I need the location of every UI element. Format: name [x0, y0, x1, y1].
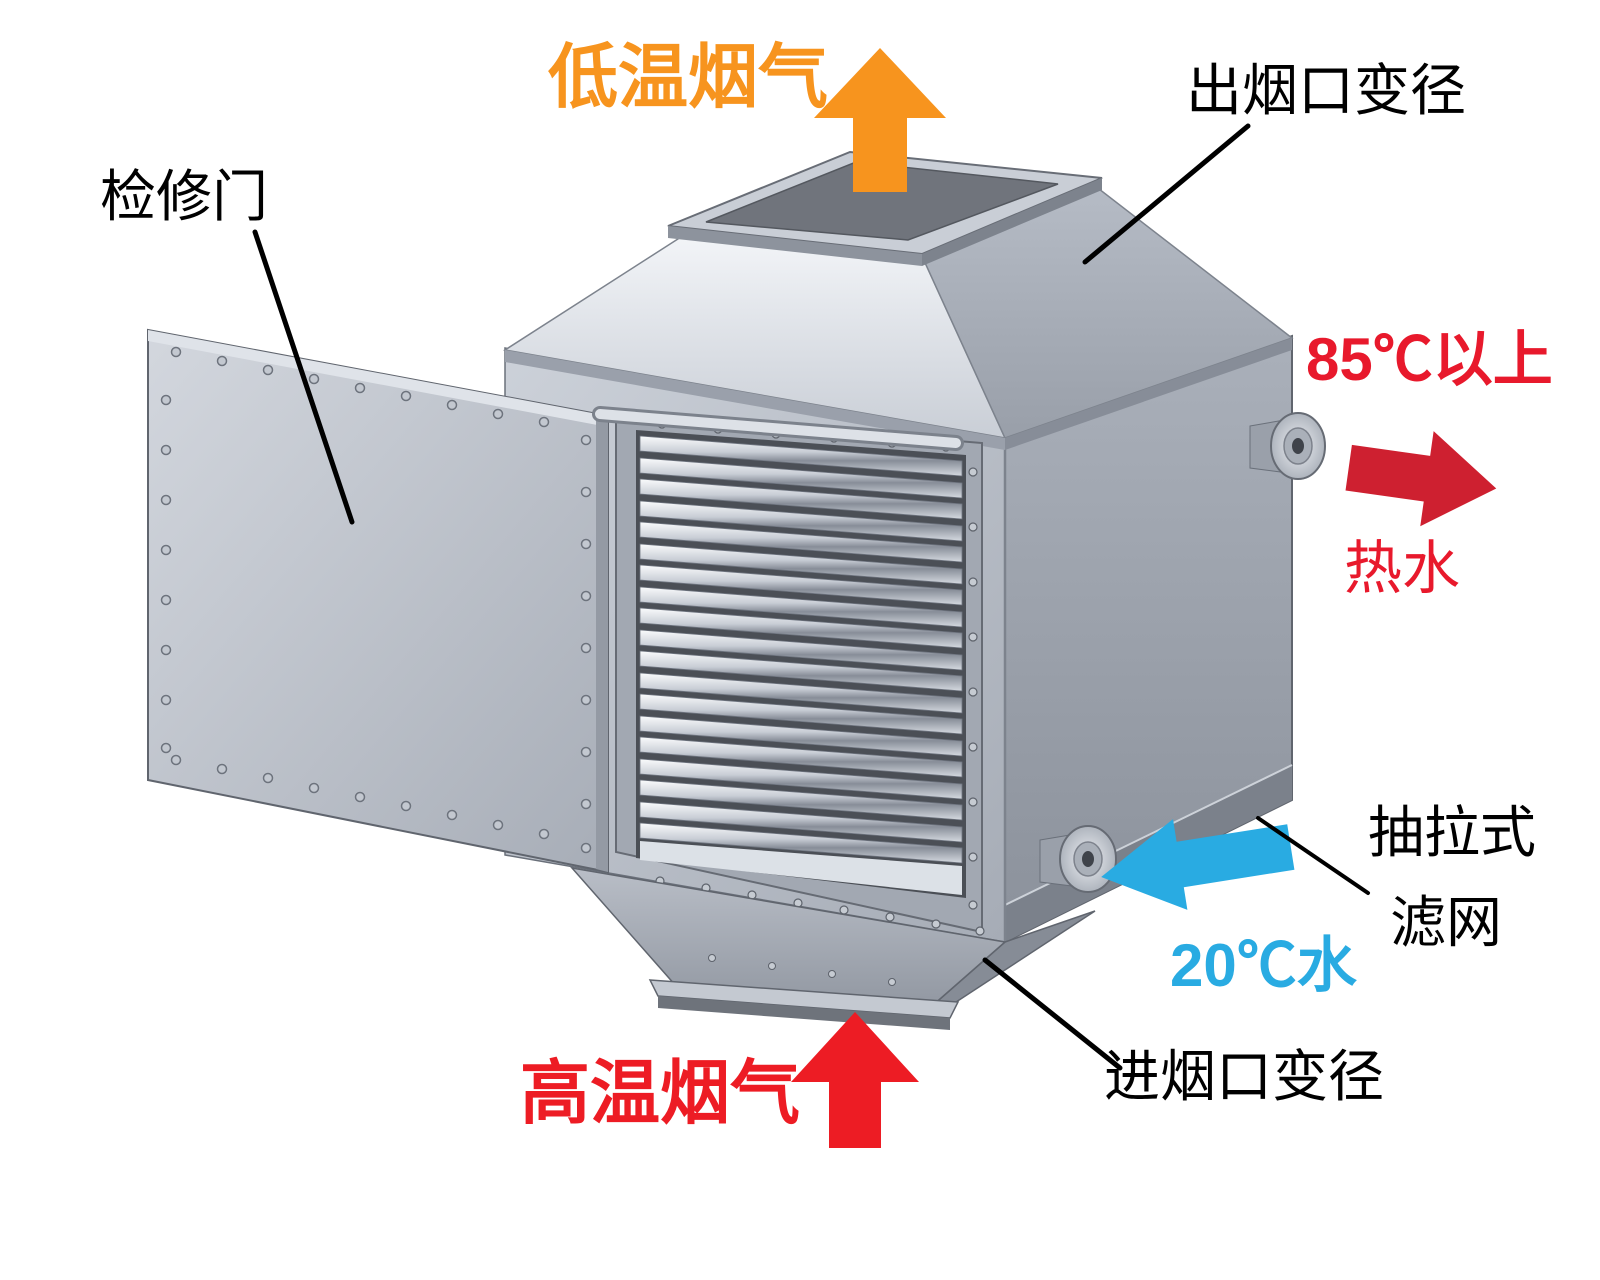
- label-high-temp-flue-gas: 高温烟气: [520, 1054, 800, 1132]
- hopper-flange-edge: [658, 996, 950, 1030]
- lower-baffle-sheet: [640, 841, 962, 895]
- cold-water-port: [1039, 825, 1117, 893]
- label-hot-water: 热水: [1344, 536, 1461, 601]
- label-inspection-door: 检修门: [100, 167, 268, 229]
- outlet-flange-edge-right: [922, 178, 1102, 266]
- hopper-bolts: [708, 954, 896, 986]
- hot-water-bore: [1292, 438, 1304, 454]
- cold-water-bore: [1082, 851, 1094, 867]
- outlet-flange-edge-front: [668, 226, 922, 266]
- label-hot-water-temp: 85℃以上: [1306, 326, 1553, 393]
- inlet-reducer-leader: [982, 957, 1123, 1071]
- door-top-highlight: [148, 330, 608, 427]
- hot-water-port: [1249, 412, 1326, 480]
- outlet-reducer-leader: [1082, 123, 1251, 265]
- label-low-temp-flue-gas: 低温烟气: [548, 38, 828, 116]
- outlet-hood: [502, 150, 1294, 450]
- leader-lines: [252, 123, 1370, 1071]
- hood-base-band-front: [505, 350, 1005, 450]
- label-pull-out: 抽拉式: [1368, 803, 1536, 865]
- access-door: [147, 328, 609, 874]
- flue-gas-outlet-arrow: [814, 48, 946, 192]
- header-pipe: [592, 406, 964, 451]
- door-hinge-strip: [596, 414, 608, 872]
- label-filter-screen: 滤网: [1390, 893, 1502, 955]
- hot-water-arrow: [1345, 431, 1497, 527]
- hood-base-band-right: [1005, 338, 1292, 450]
- door-rivets: [160, 346, 592, 854]
- cold-water-arrow: [1101, 819, 1295, 910]
- label-cold-water-in: 20℃水: [1170, 932, 1357, 999]
- label-inlet-reducer: 进烟口变径: [1104, 1047, 1384, 1109]
- tube-bank: [615, 411, 985, 936]
- label-outlet-reducer: 出烟口变径: [1186, 61, 1466, 123]
- outlet-opening: [705, 161, 1059, 241]
- heat-exchange-tubes: [639, 435, 963, 864]
- inspection-door-leader: [252, 229, 355, 525]
- filter-screen-leader: [1256, 816, 1370, 895]
- inlet-hopper: [570, 866, 1096, 1030]
- flue-gas-inlet-arrow: [791, 1012, 919, 1148]
- flow-arrows: [791, 48, 1497, 1148]
